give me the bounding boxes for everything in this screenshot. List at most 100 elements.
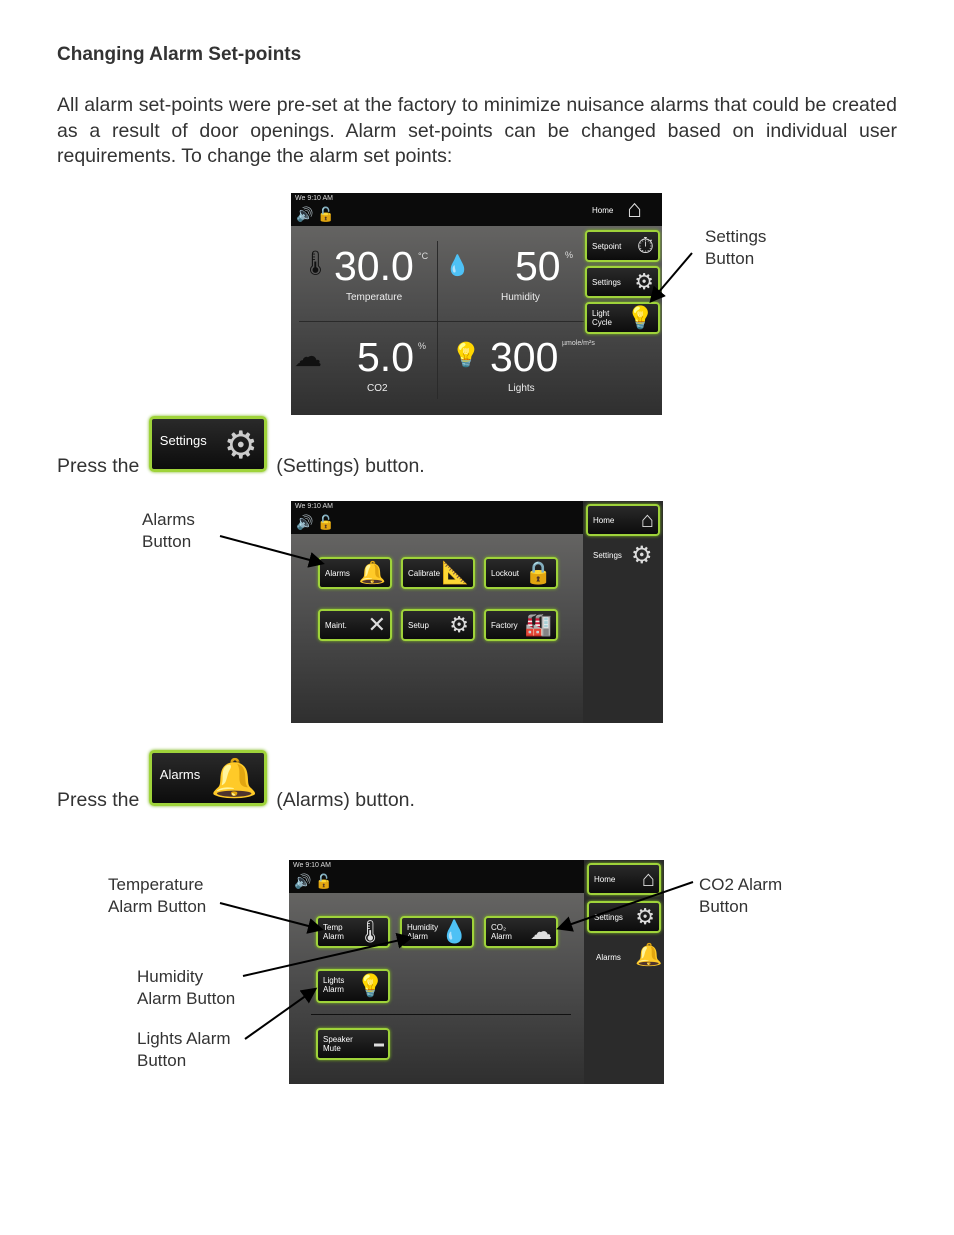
home-label: Home: [594, 875, 616, 884]
home-icon[interactable]: ⌂: [627, 195, 643, 223]
settings-button[interactable]: Settings ⚙: [585, 266, 660, 298]
alarms-button[interactable]: Alarms 🔔: [318, 557, 392, 589]
press-text: Press the: [57, 455, 140, 477]
settings-label: Settings: [594, 913, 623, 922]
humidity-drops-icon: 💧: [445, 255, 470, 277]
home-label: Home: [592, 206, 614, 215]
light-cycle-label: Light Cycle: [592, 309, 613, 327]
gear-icon: ⚙: [631, 542, 653, 569]
light-cycle-button[interactable]: Light Cycle💡: [585, 302, 660, 334]
temperature-value: 30.0: [334, 243, 414, 289]
co2-label: CO2: [367, 383, 388, 394]
temp-alarm-label: Temp Alarm: [323, 923, 344, 941]
top-bar: We 9:10 AM 🔊 🔓 Home ⌂: [291, 193, 662, 226]
press-alarms-instruction: Press the Alarms 🔔 (Alarms) button.: [57, 750, 415, 812]
co2-alarm-label: CO₂ Alarm: [491, 923, 512, 941]
speaker-lock-icons: 🔊 🔓: [296, 206, 335, 222]
date-time: We 9:10 AM: [293, 862, 332, 869]
thermometer-icon: 🌡: [356, 919, 384, 944]
gear-icon: ⚙: [634, 269, 654, 294]
date-time: We 9:10 AM: [295, 503, 334, 510]
home-icon: ⌂: [640, 507, 654, 532]
factory-icon: 🏭: [524, 612, 552, 637]
callout-alarms: Alarms Button: [142, 510, 195, 551]
alarms-button-image: Alarms 🔔: [148, 750, 267, 806]
callout-temperature: Temperature Alarm Button: [108, 875, 207, 916]
gear-icon: ⚙: [449, 612, 469, 637]
temp-alarm-button[interactable]: Temp Alarm 🌡: [316, 916, 390, 948]
maint-label: Maint.: [325, 621, 347, 630]
co2-unit: %: [418, 341, 427, 351]
humidity-alarm-button[interactable]: Humidity Alarm💧: [400, 916, 474, 948]
stopwatch-icon: ⏱: [636, 233, 654, 258]
factory-button[interactable]: Factory 🏭: [484, 609, 558, 641]
toggle-icon: ▬: [374, 1038, 384, 1050]
press-suffix: (Settings) button.: [276, 455, 425, 477]
press-settings-instruction: Press the Settings ⚙ (Settings) button.: [57, 416, 425, 478]
lights-unit: µmole/m²s: [562, 340, 595, 347]
alarms-label: Alarms: [325, 569, 350, 578]
press-suffix: (Alarms) button.: [276, 789, 415, 811]
setpoint-button[interactable]: Setpoint ⏱: [585, 230, 660, 262]
humidity-value: 50: [515, 243, 561, 289]
settings-screen: We 9:10 AM 🔊 🔓 Home⌂ Settings ⚙ Alarms🔔 …: [291, 501, 663, 723]
humidity-alarm-label: Humidity Alarm: [407, 923, 439, 941]
bell-icon: 🔔: [358, 560, 386, 585]
humidity-label: Humidity: [501, 292, 540, 303]
home-button[interactable]: Home ⌂: [587, 863, 661, 895]
gear-icon: ⚙: [635, 904, 655, 929]
settings-button[interactable]: Settings ⚙: [587, 901, 661, 933]
maint-button[interactable]: Maint. ✕: [318, 609, 392, 641]
main-screen: We 9:10 AM 🔊 🔓 Home ⌂ 🌡 30.0 °C Temperat…: [291, 193, 662, 415]
lockout-label: Lockout: [491, 569, 520, 578]
tools-icon: ✕: [367, 612, 386, 637]
calibrate-label: Calibrate: [408, 569, 441, 578]
speaker-lock-icons: 🔊 🔓: [296, 514, 335, 530]
alarms-image-label: Alarms: [159, 767, 201, 782]
side-panel: [583, 501, 663, 723]
home-label: Home: [593, 516, 615, 525]
lights-value: 300: [490, 334, 559, 380]
settings-button-image: Settings ⚙: [148, 416, 267, 472]
setup-label: Setup: [408, 621, 429, 630]
lights-alarm-button[interactable]: Lights Alarm 💡: [316, 969, 390, 1003]
alarms-side-label: Alarms: [596, 953, 621, 962]
cloud-icon: ☁: [530, 919, 552, 944]
speaker-lock-icons: 🔊 🔓: [294, 873, 333, 889]
alarms-screen: We 9:10 AM 🔊 🔓 Home⌂ Settings⚙ Alarms 🔔 …: [289, 860, 664, 1084]
temperature-label: Temperature: [346, 292, 403, 303]
divider-h: [299, 321, 584, 322]
setpoint-label: Setpoint: [592, 242, 622, 251]
humidity-unit: %: [565, 250, 574, 260]
callout-settings: Settings Button: [705, 227, 767, 268]
settings-label: Settings: [592, 278, 621, 287]
press-text: Press the: [57, 789, 140, 811]
intro-paragraph: All alarm set-points were pre-set at the…: [57, 94, 897, 167]
temperature-unit: °C: [418, 251, 429, 261]
gear-icon: ⚙: [223, 425, 258, 467]
caliper-icon: 📐: [441, 560, 469, 585]
lights-alarm-label: Lights Alarm: [323, 976, 345, 994]
co2-cloud-icon: ☁: [294, 341, 322, 372]
lockout-button[interactable]: Lockout 🔒: [484, 557, 558, 589]
lock-icon: 🔒: [524, 560, 552, 585]
bell-icon: 🔔: [210, 758, 258, 800]
callout-humidity: Humidity Alarm Button: [137, 967, 236, 1008]
bulb-icon: 💡: [356, 973, 384, 998]
bell-icon: 🔔: [635, 942, 663, 967]
calibrate-button[interactable]: Calibrate📐: [401, 557, 475, 589]
speaker-mute-label: Speaker Mute: [323, 1035, 353, 1053]
setup-button[interactable]: Setup ⚙: [401, 609, 475, 641]
speaker-mute-button[interactable]: Speaker Mute ▬: [316, 1028, 390, 1060]
divider-v: [437, 241, 438, 399]
home-icon: ⌂: [641, 866, 655, 891]
home-button[interactable]: Home ⌂: [586, 504, 660, 536]
drops-icon: 💧: [440, 919, 468, 944]
factory-label: Factory: [491, 621, 518, 630]
bulb-icon: 💡: [451, 342, 481, 369]
thermometer-icon: 🌡: [300, 250, 331, 277]
settings-image-label: Settings: [159, 433, 207, 448]
divider: [311, 1014, 571, 1015]
co2-alarm-button[interactable]: CO₂ Alarm ☁: [484, 916, 558, 948]
callout-lights: Lights Alarm Button: [137, 1029, 231, 1070]
